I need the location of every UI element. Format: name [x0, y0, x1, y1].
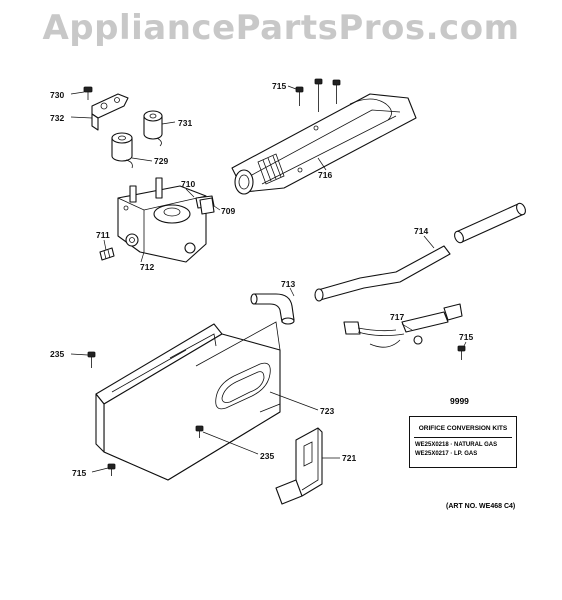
label-730: 730 [50, 90, 64, 100]
part-713-elbow [250, 287, 295, 325]
orifice-conversion-kit-box: ORIFICE CONVERSION KITS WE25X0218 · NATU… [409, 416, 517, 468]
part-715-screw-right [457, 341, 467, 360]
part-723-bracket [95, 321, 319, 481]
label-723: 723 [320, 406, 334, 416]
part-730-screw [70, 86, 93, 100]
part-711-filter [99, 239, 115, 261]
part-715-screws-top [287, 78, 341, 112]
kit-divider [414, 437, 512, 438]
label-732: 732 [50, 113, 64, 123]
kit-lp-gas: WE25X0217 · LP. GAS [415, 451, 478, 457]
kit-natural-gas: WE25X0218 · NATURAL GAS [415, 442, 498, 448]
label-235-center: 235 [260, 451, 274, 461]
part-721-bracket [275, 427, 340, 505]
part-729-coil [111, 132, 153, 169]
label-717: 717 [390, 312, 404, 322]
part-716-burner [231, 93, 417, 195]
art-number: (ART NO. WE468 C4) [446, 503, 516, 510]
label-235-left: 235 [50, 349, 64, 359]
label-714: 714 [414, 226, 428, 236]
label-709: 709 [221, 206, 235, 216]
label-711: 711 [96, 230, 110, 240]
watermark: AppliancePartsPros.com [42, 8, 520, 48]
label-716: 716 [318, 170, 332, 180]
part-714-tube [314, 202, 526, 302]
part-731-coil [143, 110, 176, 147]
part-732-bracket [70, 93, 129, 131]
label-715-top: 715 [272, 81, 286, 91]
kit-part-number: 9999 [450, 396, 469, 406]
label-731: 731 [178, 118, 192, 128]
part-717-igniter [343, 303, 463, 348]
part-709-fitting [199, 197, 221, 215]
label-715-bottom: 715 [72, 468, 86, 478]
label-710: 710 [181, 179, 195, 189]
part-712-gas-valve [117, 177, 215, 263]
part-715-screw-bottom [91, 463, 116, 476]
kit-title: ORIFICE CONVERSION KITS [418, 425, 508, 432]
label-713: 713 [281, 279, 295, 289]
label-721: 721 [342, 453, 356, 463]
label-715-right: 715 [459, 332, 473, 342]
part-235-screw-center [195, 425, 259, 455]
label-712: 712 [140, 262, 154, 272]
part-235-screw-left [70, 351, 96, 368]
label-729: 729 [154, 156, 168, 166]
